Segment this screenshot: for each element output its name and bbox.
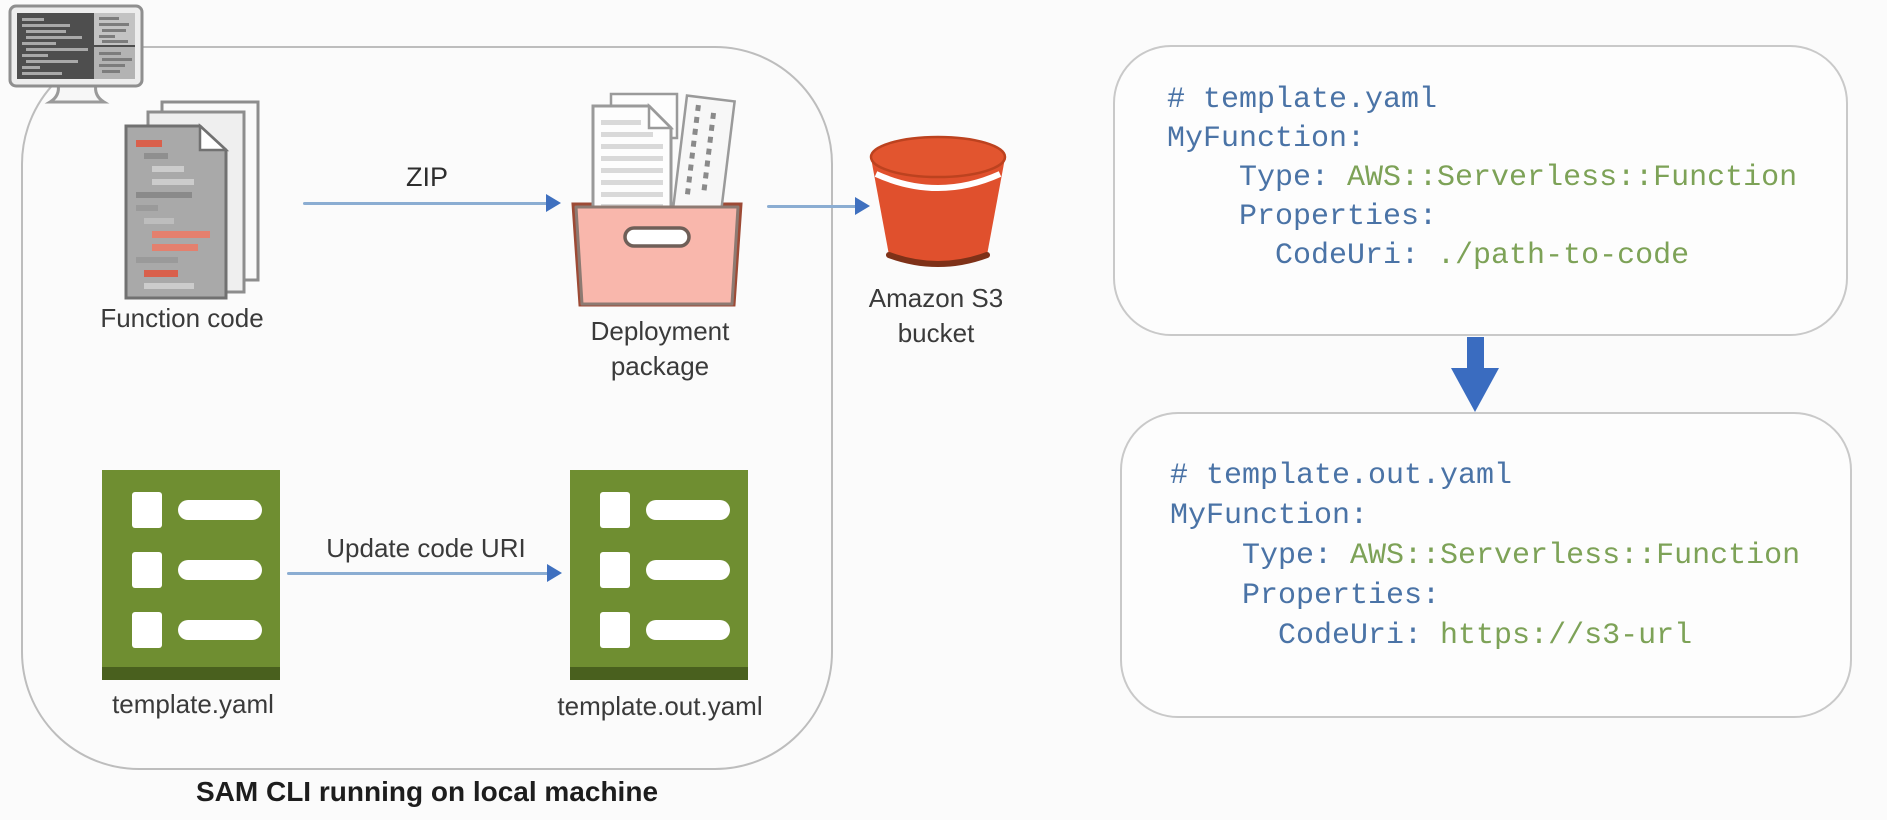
monitor-icon	[6, 4, 148, 106]
code-key: CodeUri:	[1167, 239, 1438, 273]
code-line: Type: AWS::Serverless::Function	[1170, 536, 1850, 576]
s3-bucket-label-line1: Amazon S3	[868, 283, 1004, 313]
down-arrow-icon	[1467, 337, 1484, 370]
code-comment: # template.yaml	[1167, 83, 1438, 117]
code-line: Properties:	[1167, 198, 1846, 237]
code-line: CodeUri: ./path-to-code	[1167, 237, 1846, 276]
code-documents-icon	[122, 100, 267, 302]
to-s3-arrow-head	[855, 197, 870, 215]
template-out-yaml-icon	[570, 470, 748, 680]
template-yaml-icon	[102, 470, 280, 680]
code-key: CodeUri:	[1170, 619, 1441, 653]
template-icon-row	[600, 492, 748, 528]
code-value: AWS::Serverless::Function	[1347, 161, 1798, 195]
code-line: # template.out.yaml	[1170, 456, 1850, 496]
template-icon-row	[600, 612, 748, 648]
code-key: Type:	[1170, 539, 1351, 573]
template-yaml-label: template.yaml	[112, 689, 274, 719]
local-machine-container	[21, 46, 833, 770]
function-code-label: Function code	[100, 303, 264, 333]
zip-arrow-line	[303, 202, 549, 205]
code-key: MyFunction:	[1167, 122, 1366, 156]
code-key: Properties:	[1167, 200, 1438, 234]
code-value: AWS::Serverless::Function	[1350, 539, 1801, 573]
update-code-uri-arrow-head	[547, 564, 562, 582]
template-icon-row	[600, 552, 748, 588]
code-line: MyFunction:	[1170, 496, 1850, 536]
code-value: ./path-to-code	[1437, 239, 1690, 273]
code-key: MyFunction:	[1170, 499, 1369, 533]
code-key: Type:	[1167, 161, 1348, 195]
deployment-package-label-line1: Deployment	[590, 316, 730, 346]
s3-bucket-icon	[868, 132, 1008, 272]
zip-arrow-label: ZIP	[405, 162, 448, 192]
code-line: # template.yaml	[1167, 81, 1846, 120]
template-icon-row	[132, 552, 280, 588]
update-code-uri-label: Update code URI	[326, 533, 526, 563]
local-machine-caption: SAM CLI running on local machine	[195, 776, 659, 807]
code-key: Properties:	[1170, 579, 1441, 613]
s3-bucket-label: Amazon S3 bucket	[836, 281, 1036, 351]
code-line: MyFunction:	[1167, 120, 1846, 159]
s3-bucket-label-line2: bucket	[897, 318, 975, 348]
deployment-package-label: Deployment package	[560, 314, 760, 384]
code-box-template-yaml: # template.yaml MyFunction: Type: AWS::S…	[1113, 45, 1848, 336]
code-box-template-out-yaml: # template.out.yaml MyFunction: Type: AW…	[1120, 412, 1852, 718]
code-line: CodeUri: https://s3-url	[1170, 616, 1850, 656]
code-line: Type: AWS::Serverless::Function	[1167, 159, 1846, 198]
package-drawer-icon	[563, 92, 751, 314]
code-value: https://s3-url	[1440, 619, 1693, 653]
deployment-package-label-line2: package	[610, 351, 710, 381]
template-icon-row	[132, 612, 280, 648]
code-line: Properties:	[1170, 576, 1850, 616]
update-code-uri-arrow-line	[287, 572, 549, 575]
template-icon-row	[132, 492, 280, 528]
zip-arrow-head	[546, 194, 561, 212]
code-comment: # template.out.yaml	[1170, 459, 1513, 493]
template-out-yaml-label: template.out.yaml	[557, 691, 763, 721]
to-s3-arrow-line	[767, 205, 857, 208]
down-arrow-head	[1451, 368, 1499, 412]
